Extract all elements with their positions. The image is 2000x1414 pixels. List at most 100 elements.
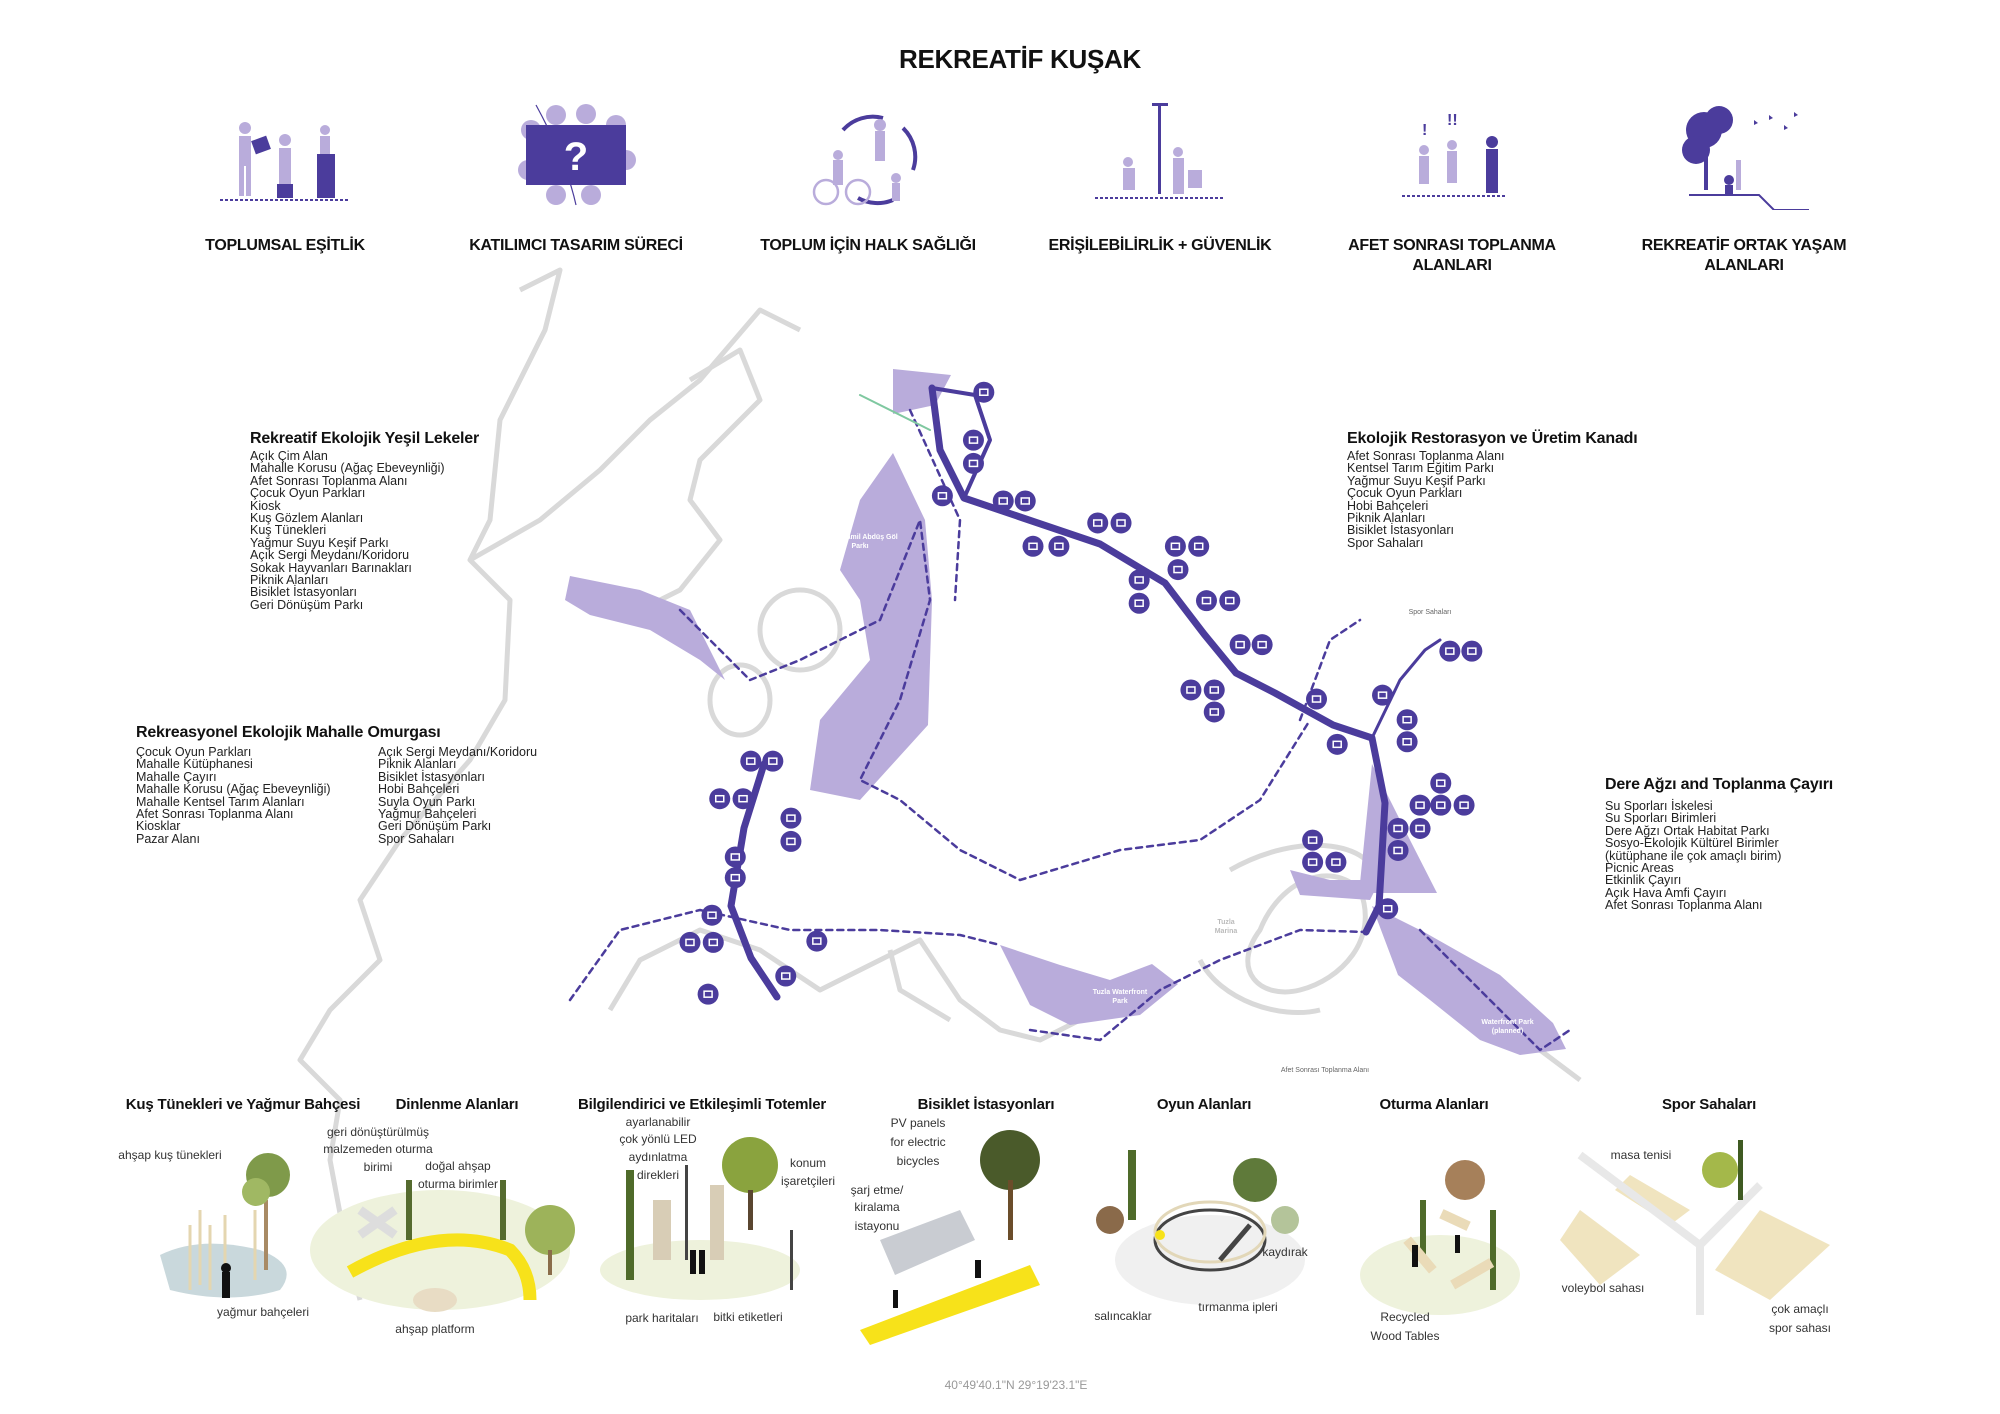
facility-glyph-icon xyxy=(1382,904,1393,913)
facility-glyph-icon xyxy=(1173,565,1183,574)
facility-marker-icon xyxy=(1409,794,1431,816)
annotation: tırmanma ipleri xyxy=(1198,1300,1278,1314)
zone-list-item: Bisiklet İstasyonları xyxy=(250,585,357,600)
zone-list-item: Bisiklet İstasyonları xyxy=(378,769,485,784)
annotation: malzemeden oturma xyxy=(323,1142,433,1156)
facility-glyph-icon xyxy=(1311,695,1322,703)
rest-area-illustration xyxy=(310,1180,575,1312)
facility-glyph-icon xyxy=(1170,542,1181,551)
facility-glyph-icon xyxy=(685,938,695,947)
facility-marker-icon xyxy=(724,846,746,868)
pillar-participatory-design: ? KATILIMCI TASARIM SÜRECİ xyxy=(446,100,706,256)
annotation: spor sahası xyxy=(1768,1321,1832,1335)
zone-estuary: Dere Ağzı and Toplanma Çayırı Su Sporlar… xyxy=(1605,776,1833,912)
facility-marker-icon xyxy=(679,931,701,953)
facility-marker-icon xyxy=(973,381,995,403)
zone-list-item: Kentsel Tarım Eğitim Parkı xyxy=(1347,461,1495,476)
facility-glyph-icon xyxy=(1225,596,1235,605)
pillar-label: REKREATİF ORTAK YAŞAM ALANLARI xyxy=(1641,237,1847,274)
zone-list-item: Piknik Alanları xyxy=(250,573,329,588)
zone-list-item: Kiosklar xyxy=(136,819,181,834)
annotation: park haritaları xyxy=(625,1311,699,1325)
svg-text:!: ! xyxy=(1422,122,1427,139)
zone-list-item: Yağmur Suyu Keşif Parkı xyxy=(1347,473,1486,488)
facility-marker-icon xyxy=(1195,590,1217,612)
facility-glyph-icon xyxy=(768,757,778,765)
svg-text:!!: !! xyxy=(1447,112,1458,129)
pillar-public-health: TOPLUM İÇİN HALK SAĞLIĞI xyxy=(738,100,998,256)
participatory-design-icon: ? xyxy=(518,104,636,206)
zone-list-item: Geri Dönüşüm Parkı xyxy=(250,597,364,612)
facility-glyph-icon xyxy=(1193,542,1204,551)
zone-list-item: Kuş Tünekleri xyxy=(250,523,327,538)
facility-glyph-icon xyxy=(1307,858,1318,866)
zone-list-item: Piknik Alanları xyxy=(1347,511,1426,526)
zone-list-item: Dere Ağzı Ortak Habitat Parkı xyxy=(1605,823,1770,838)
play-area-illustration xyxy=(1096,1150,1305,1305)
facility-glyph-icon xyxy=(1459,801,1469,809)
facility-marker-icon xyxy=(732,788,754,810)
facility-marker-icon xyxy=(709,788,731,810)
zone-list-item: Su Sporları İskelesi xyxy=(1605,799,1713,813)
facility-glyph-icon xyxy=(1436,801,1446,809)
zone-list-item: Geri Dönüşüm Parkı xyxy=(378,819,492,834)
facility-glyph-icon xyxy=(1116,519,1126,527)
zone-list-item: Mahalle Kütüphanesi xyxy=(136,757,253,772)
facility-marker-icon xyxy=(775,965,797,987)
facility-glyph-icon xyxy=(1445,647,1455,655)
facility-glyph-icon xyxy=(1402,715,1412,724)
zone-list-item: Spor Sahaları xyxy=(378,831,455,846)
annotation: Wood Tables xyxy=(1370,1329,1440,1343)
facility-marker-icon xyxy=(1167,559,1189,581)
public-health-icon xyxy=(812,114,918,206)
facility-marker-icon xyxy=(1396,731,1418,753)
seating-illustration xyxy=(1360,1160,1520,1315)
pillar-label: TOPLUM İÇİN HALK SAĞLIĞI xyxy=(760,237,976,254)
facility-glyph-icon xyxy=(730,853,741,861)
equity-icon xyxy=(220,122,350,201)
pillar-assembly-areas: ! !! AFET SONRASI TOPLANMA ALANLARI xyxy=(1322,100,1582,276)
annotation: salıncaklar xyxy=(1094,1309,1152,1323)
facility-glyph-icon xyxy=(1235,640,1245,649)
zone-list-item: Mahalle Çayırı xyxy=(136,769,217,784)
zone-list-item: Yağmur Bahçeleri xyxy=(378,807,477,822)
zone-list-item: Hobi Bahçeleri xyxy=(1347,498,1429,513)
section-title-bird-perches: Kuş Tünekleri ve Yağmur Bahçesi xyxy=(125,1096,361,1113)
svg-text:?: ? xyxy=(564,135,588,179)
zone-list-item: Afet Sonrası Toplanma Alanı xyxy=(1347,449,1505,463)
facility-marker-icon xyxy=(1128,592,1150,614)
facility-glyph-icon xyxy=(1331,858,1341,866)
totem-illustration xyxy=(600,1137,800,1300)
pillar-coexistence: REKREATİF ORTAK YAŞAM ALANLARI xyxy=(1614,100,1874,276)
annotation: istayonu xyxy=(854,1219,900,1233)
annotation: Recycled xyxy=(1380,1310,1430,1324)
facility-glyph-icon xyxy=(786,814,796,822)
zone-list-item: Hobi Bahçeleri xyxy=(378,782,460,797)
facility-glyph-icon xyxy=(1092,519,1103,527)
facility-marker-icon xyxy=(1387,839,1409,861)
map-label-marina: Tuzla Marina xyxy=(1214,919,1238,935)
facility-glyph-icon xyxy=(812,937,822,945)
facility-marker-icon xyxy=(701,904,723,926)
facility-glyph-icon xyxy=(714,794,725,803)
section-title-sports-fields: Spor Sahaları xyxy=(1661,1096,1757,1113)
facility-marker-icon xyxy=(740,750,762,772)
pillar-social-equity: TOPLUMSAL EŞİTLİK xyxy=(155,100,415,256)
facility-marker-icon xyxy=(1014,490,1036,512)
annotation: oturma birimler xyxy=(417,1177,499,1191)
facility-marker-icon xyxy=(1164,535,1186,557)
zone-list-item: Afet Sonrası Toplanma Alanı xyxy=(1605,898,1763,913)
north-flag-area xyxy=(893,369,951,414)
facility-marker-icon xyxy=(1377,898,1399,920)
facility-marker-icon xyxy=(992,490,1014,512)
map-label-assembly: Afet Sonrası Toplanma Alanı xyxy=(1280,1067,1370,1074)
facility-marker-icon xyxy=(1396,709,1418,731)
facility-marker-icon xyxy=(1219,590,1241,612)
zone-list-item: Çocuk Oyun Parkları xyxy=(136,745,252,759)
facility-glyph-icon xyxy=(730,873,741,882)
zone-list-item: Kuş Gözlem Alanları xyxy=(250,511,364,526)
facility-marker-icon xyxy=(1229,634,1251,656)
annotation: işaretçileri xyxy=(780,1174,836,1188)
facility-marker-icon xyxy=(1387,817,1409,839)
zone-list-item: Kiosk xyxy=(250,498,281,513)
